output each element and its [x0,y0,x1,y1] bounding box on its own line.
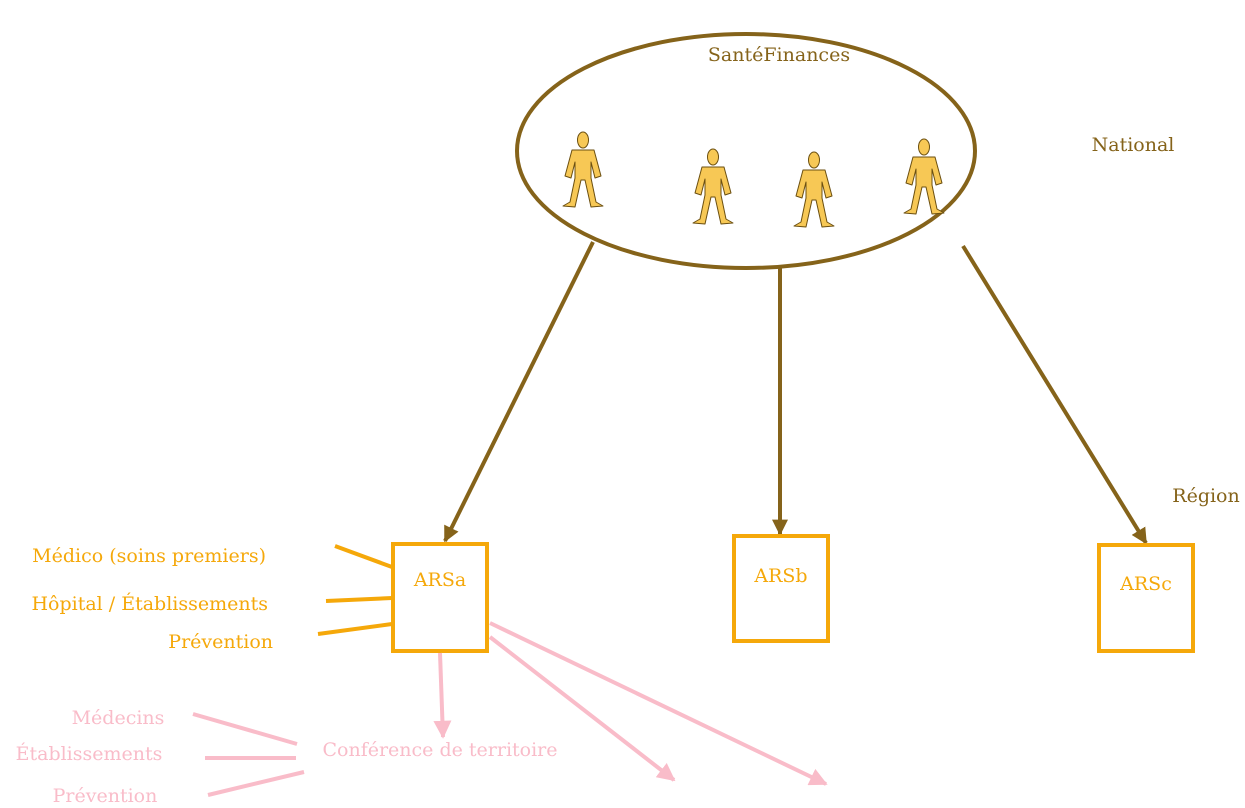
arrow-national-to-arsa [443,241,595,543]
sector-line-prevention [317,622,393,636]
sector-label-prevention: Prévention [168,631,273,653]
arrow-arsa-to-conference [433,652,452,739]
territory-input-medecins: Médecins [72,707,165,729]
national-title: SantéFinances [708,44,850,66]
level-label-national: National [1092,134,1175,156]
arrow-arsa-to-territory-2 [489,621,828,786]
ars-box-c [1097,543,1195,653]
level-label-region: Région [1172,485,1239,507]
sector-label-hopital: Hôpital / Établissements [31,592,268,615]
person-icon [793,151,835,228]
territory-input-prevention: Prévention [53,785,158,807]
ars-label-a: ARSa [413,569,466,591]
national-ellipse [515,32,977,270]
sector-line-hopital [325,596,393,603]
sector-line-medico [334,544,393,569]
person-icon [692,148,734,225]
sector-label-medico: Médico (soins premiers) [32,545,266,567]
conference-label: Conférence de territoire [322,739,557,761]
person-icon [903,138,945,215]
territory-input-line-prevention [207,770,305,797]
arrow-national-to-arsc [961,244,1148,545]
arrow-arsa-to-territory-1 [488,635,676,782]
ars-label-c: ARSc [1119,573,1172,595]
ars-label-b: ARSb [753,565,807,587]
person-icon [562,131,604,208]
territory-input-etablissements: Établissements [16,742,163,765]
ars-box-b [732,534,830,643]
territory-input-line-medecins [192,712,298,746]
ars-box-a [391,542,489,653]
